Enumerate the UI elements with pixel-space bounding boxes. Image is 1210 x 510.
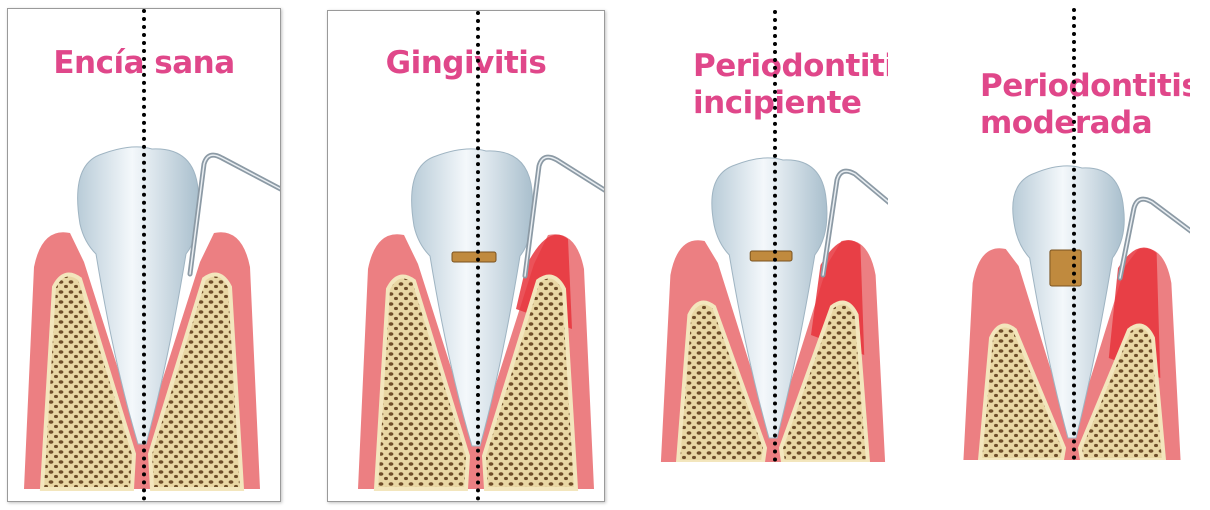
panel-gingivitis: Gingivitis: [327, 10, 605, 502]
panel-moderate-periodontitis: Periodontitis moderada: [938, 8, 1190, 460]
panel-healthy-gum: Encía sana: [7, 8, 281, 502]
tooth-cross-section-gingivitis: [328, 11, 604, 501]
tartar-deposit: [1050, 250, 1081, 286]
probing-depth-dotted-line: [1072, 8, 1076, 460]
tartar-deposit: [452, 252, 496, 262]
probing-depth-dotted-line: [142, 9, 146, 501]
probing-depth-dotted-line: [476, 11, 480, 501]
panel-early-periodontitis: Periodontitis incipiente: [636, 10, 888, 462]
tooth-cross-section-early-periodontitis: [636, 10, 888, 462]
tartar-deposit: [750, 251, 792, 261]
probing-depth-dotted-line: [773, 10, 777, 462]
tooth-cross-section-moderate-periodontitis: [938, 8, 1190, 460]
